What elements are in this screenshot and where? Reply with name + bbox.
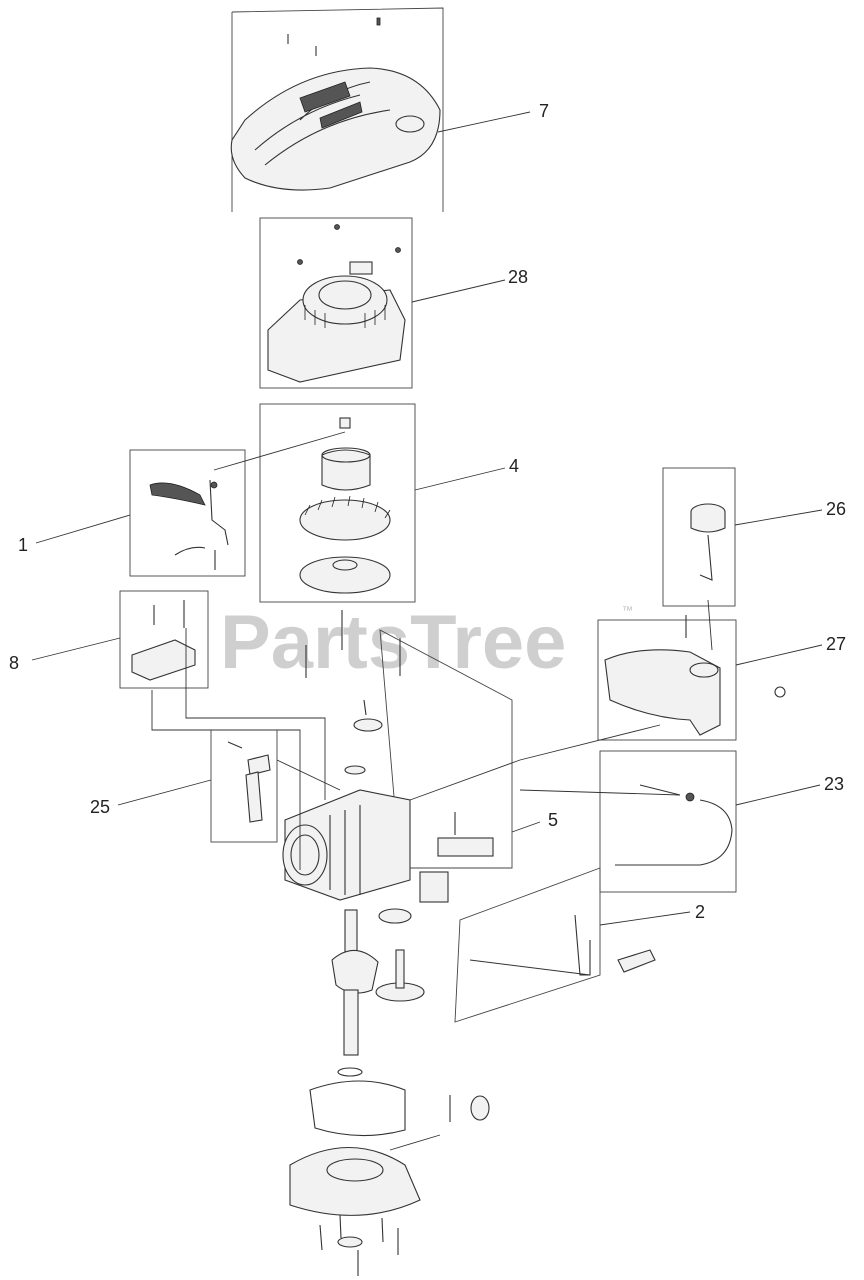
part-28-recoil-starter[interactable]: [259, 217, 413, 389]
crankshaft-assembly: [331, 908, 425, 1077]
callout-4[interactable]: 4: [509, 456, 519, 476]
part-27-fuel-tank[interactable]: [597, 619, 786, 741]
callout-leaders: [31, 111, 823, 926]
part-23-fuel-line[interactable]: [599, 750, 737, 893]
part-26-fuel-cap[interactable]: [662, 467, 736, 607]
crankcase-cover: [289, 1080, 490, 1248]
part-8-ignition-module[interactable]: [119, 590, 209, 689]
callout-27[interactable]: 27: [826, 634, 846, 654]
part-4-flywheel-assembly[interactable]: [259, 403, 416, 603]
callout-2[interactable]: 2: [695, 902, 705, 922]
callout-23[interactable]: 23: [824, 774, 844, 794]
callout-25[interactable]: 25: [90, 797, 110, 817]
callout-28[interactable]: 28: [508, 267, 528, 287]
part-5-carburetor-linkage[interactable]: [379, 629, 513, 869]
part-7-engine-cover[interactable]: [230, 7, 444, 212]
callout-26[interactable]: 26: [826, 499, 846, 519]
assembly-lines: [151, 431, 713, 1151]
callout-1[interactable]: 1: [18, 535, 28, 555]
part-1-control-lever[interactable]: [129, 449, 246, 577]
parts-tree-watermark: PartsTree: [220, 600, 566, 685]
part-2-control-bracket[interactable]: [454, 867, 656, 1023]
callout-5[interactable]: 5: [548, 810, 558, 830]
trademark-symbol: ™: [622, 605, 633, 617]
part-25-spark-plug-assembly[interactable]: [210, 729, 278, 843]
engine-block: [282, 718, 449, 903]
callout-8[interactable]: 8: [9, 653, 19, 673]
callout-7[interactable]: 7: [539, 101, 549, 121]
hardware-bolts: [305, 610, 687, 1276]
